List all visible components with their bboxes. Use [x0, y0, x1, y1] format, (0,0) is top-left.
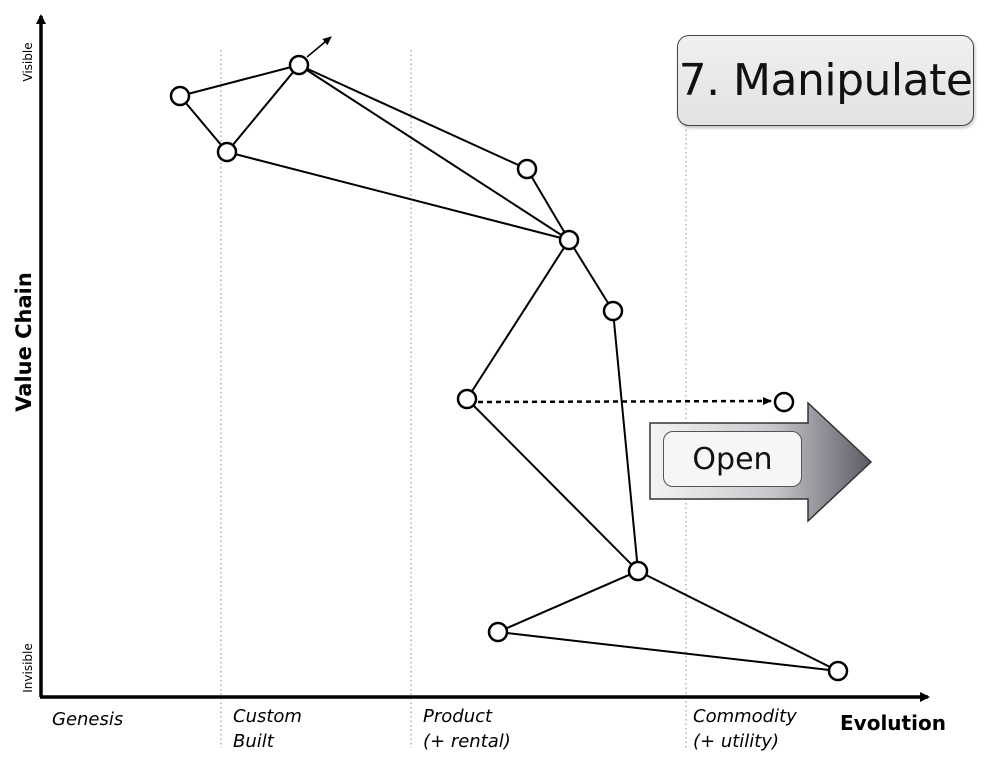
component-node — [516, 158, 538, 180]
stage-label-line2: (+ utility) — [693, 731, 780, 752]
link — [226, 64, 300, 153]
stage-label-line1: Commodity — [693, 706, 797, 727]
component-node — [558, 229, 580, 251]
component-node — [602, 300, 624, 322]
link — [526, 168, 570, 241]
stage-genesis: Genesis — [52, 707, 123, 732]
link — [612, 310, 639, 572]
connections — [179, 64, 839, 672]
y-axis-label: Value Chain — [12, 272, 36, 412]
y-axis-top-label: Visible — [21, 42, 35, 82]
component-node — [288, 54, 310, 76]
stage-product: Product (+ rental) — [423, 704, 511, 754]
component-node — [827, 660, 849, 682]
link — [179, 64, 300, 97]
stage-label-line2: (+ rental) — [423, 731, 511, 752]
slide-title: 7. Manipulate — [677, 35, 974, 126]
link — [298, 64, 528, 170]
evolution-dashed-arrow — [477, 397, 772, 406]
component-node — [627, 560, 649, 582]
component-node — [456, 388, 478, 410]
x-axis-label: Evolution — [840, 711, 946, 735]
stage-label-line1: Genesis — [52, 709, 124, 730]
component-node — [487, 621, 509, 643]
link — [298, 64, 570, 241]
stage-label-line1: Custom — [233, 706, 302, 727]
open-label: Open — [663, 431, 802, 487]
link — [226, 151, 570, 241]
link — [179, 95, 228, 153]
stage-label-line1: Product — [423, 706, 493, 727]
stage-custom-built: Custom Built — [233, 704, 302, 754]
movement-arrow — [306, 36, 332, 58]
link — [466, 239, 570, 400]
y-axis-bottom-label: Invisible — [21, 643, 35, 693]
component-node-evolved — [773, 391, 795, 413]
component-node — [216, 141, 238, 163]
link — [497, 631, 839, 672]
stage-commodity: Commodity (+ utility) — [693, 704, 797, 754]
link — [497, 570, 639, 633]
link — [568, 239, 614, 312]
stage-label-line2: Built — [233, 731, 274, 752]
link — [466, 398, 639, 572]
link — [637, 570, 839, 672]
component-node — [169, 85, 191, 107]
components — [169, 54, 849, 682]
